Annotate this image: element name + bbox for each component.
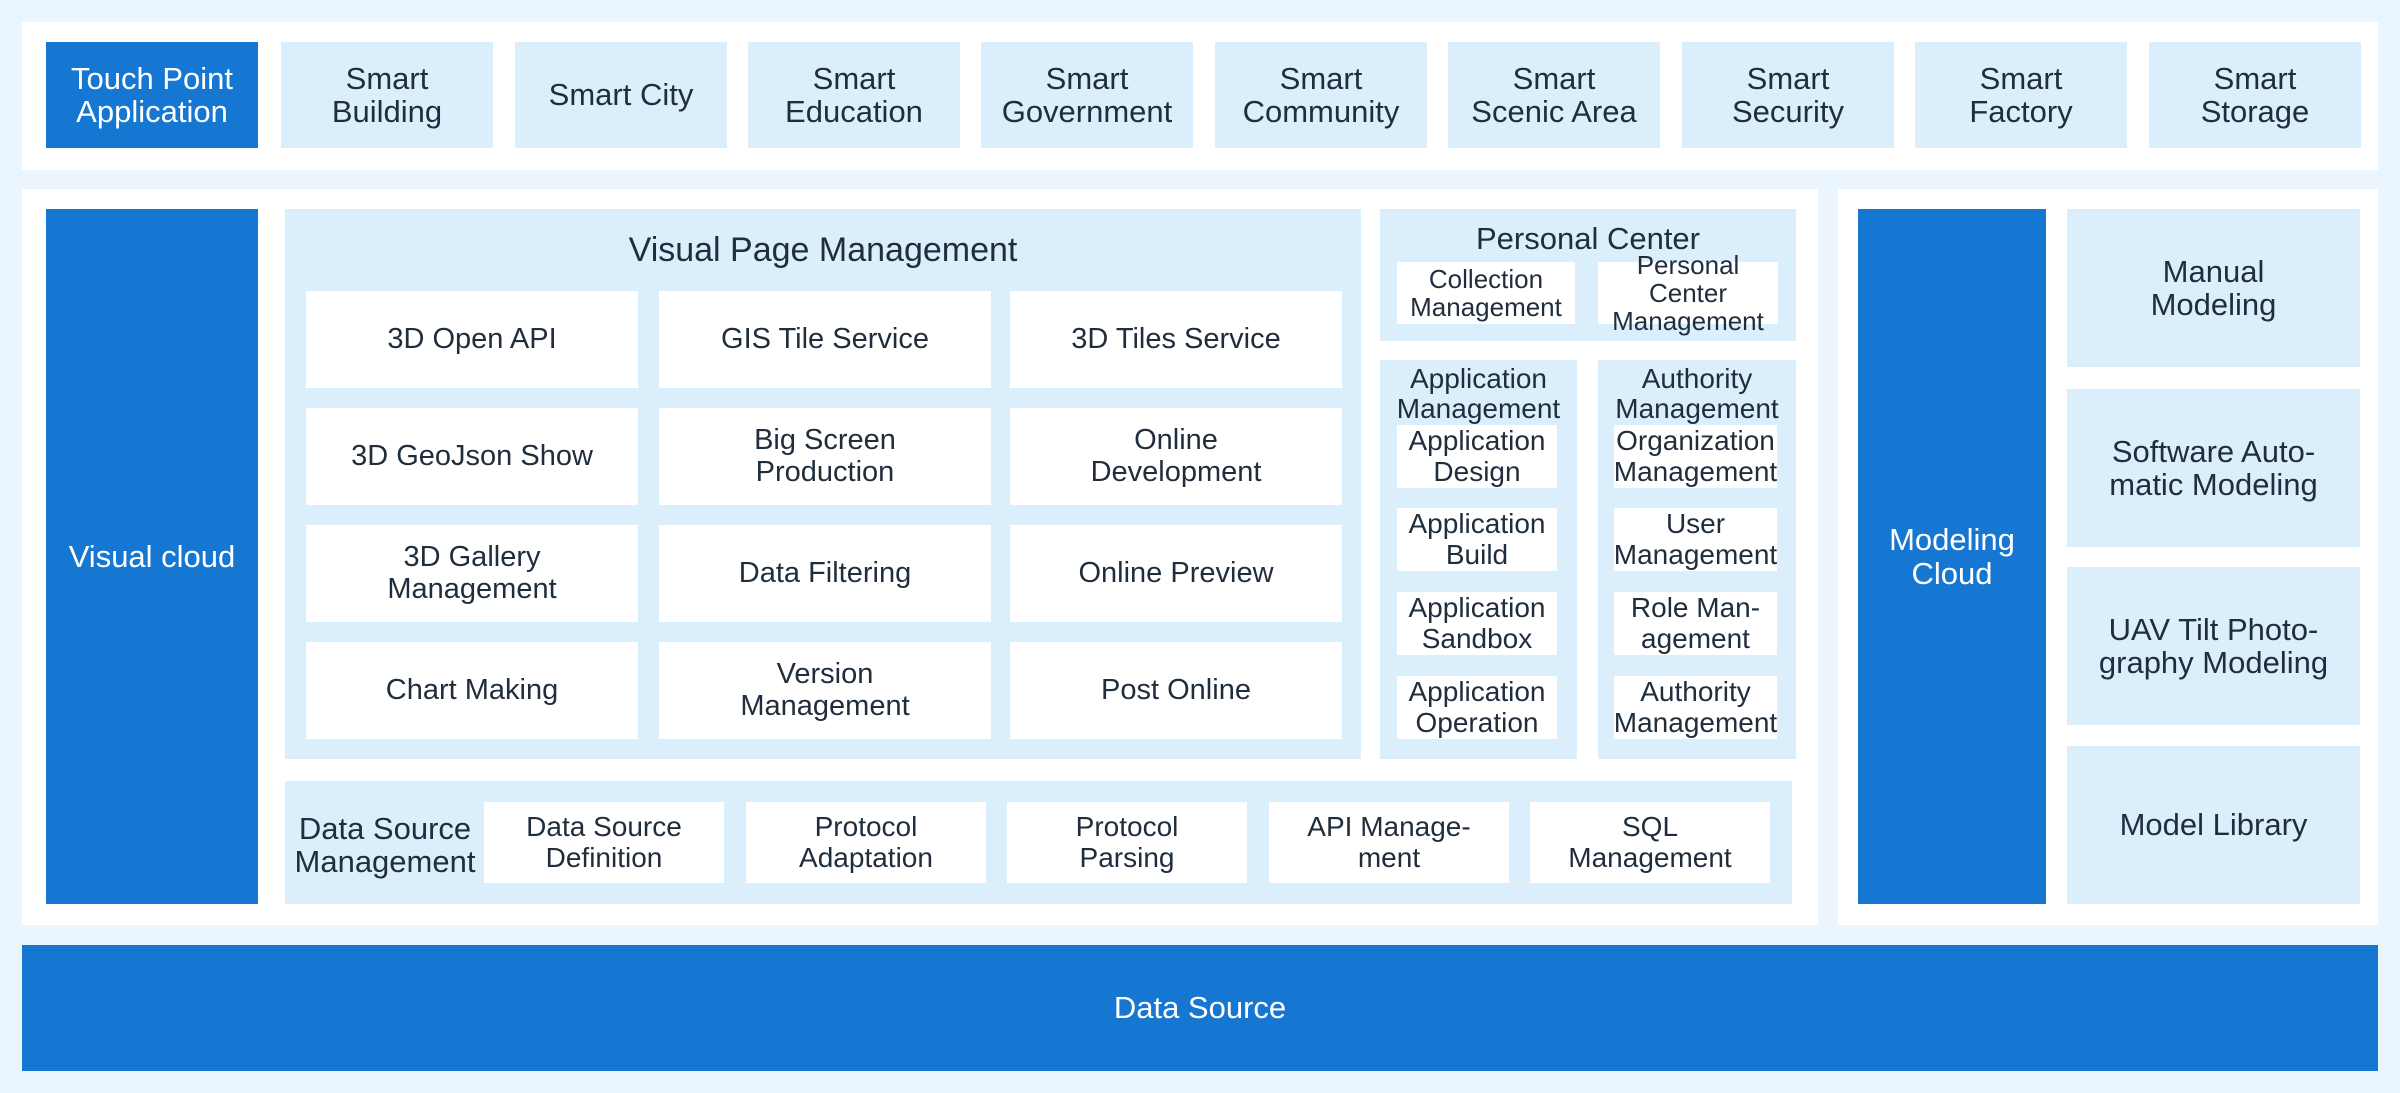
touch-point-application: Touch Point Application: [46, 42, 258, 148]
smart-building: Smart Building: [281, 42, 493, 148]
3d-tiles-service: 3D Tiles Service: [1010, 291, 1342, 388]
data-filtering: Data Filtering: [659, 525, 991, 622]
api-management: API Manage- ment: [1269, 802, 1509, 883]
collection-management: Collection Management: [1397, 262, 1575, 324]
model-library: Model Library: [2067, 746, 2360, 904]
version-management: Version Management: [659, 642, 991, 739]
modeling-cloud-label: Modeling Cloud: [1858, 209, 2046, 904]
data-source-definition: Data Source Definition: [484, 802, 724, 883]
uav-tilt-photography-modeling: UAV Tilt Photo- graphy Modeling: [2067, 567, 2360, 725]
online-preview: Online Preview: [1010, 525, 1342, 622]
application-operation: Application Operation: [1397, 676, 1557, 739]
chart-making: Chart Making: [306, 642, 638, 739]
gis-tile-service: GIS Tile Service: [659, 291, 991, 388]
smart-education: Smart Education: [748, 42, 960, 148]
manual-modeling: Manual Modeling: [2067, 209, 2360, 367]
application-design: Application Design: [1397, 425, 1557, 488]
smart-security: Smart Security: [1682, 42, 1894, 148]
sql-management: SQL Management: [1530, 802, 1770, 883]
online-development: Online Development: [1010, 408, 1342, 505]
organization-management: Organization Management: [1613, 425, 1778, 488]
application-build: Application Build: [1397, 508, 1557, 571]
3d-open-api: 3D Open API: [306, 291, 638, 388]
authority-management-item: Authority Management: [1613, 676, 1778, 739]
post-online: Post Online: [1010, 642, 1342, 739]
role-management: Role Man- agement: [1614, 592, 1777, 655]
smart-scenic-area: Smart Scenic Area: [1448, 42, 1660, 148]
user-management: User Management: [1613, 508, 1778, 571]
visual-cloud-label: Visual cloud: [46, 209, 258, 904]
visual-page-management-title: Visual Page Management: [628, 230, 1018, 269]
3d-gallery-management: 3D Gallery Management: [306, 525, 638, 622]
protocol-adaptation: Protocol Adaptation: [746, 802, 986, 883]
protocol-parsing: Protocol Parsing: [1007, 802, 1247, 883]
big-screen-production: Big Screen Production: [659, 408, 991, 505]
software-automatic-modeling: Software Auto- matic Modeling: [2067, 389, 2360, 547]
authority-management-title: Authority Management: [1615, 362, 1779, 424]
application-management-title: Application Management: [1396, 362, 1561, 424]
smart-storage: Smart Storage: [2149, 42, 2361, 148]
personal-center-title: Personal Center: [1475, 221, 1700, 257]
smart-factory: Smart Factory: [1915, 42, 2127, 148]
data-source-management-title: Data Source Management: [294, 810, 476, 879]
smart-community: Smart Community: [1215, 42, 1427, 148]
personal-center-management: Personal Center Management: [1598, 251, 1778, 335]
3d-geojson-show: 3D GeoJson Show: [306, 408, 638, 505]
smart-city: Smart City: [515, 42, 727, 148]
data-source-bar: Data Source: [22, 945, 2378, 1071]
application-sandbox: Application Sandbox: [1397, 592, 1557, 655]
smart-government: Smart Government: [981, 42, 1193, 148]
